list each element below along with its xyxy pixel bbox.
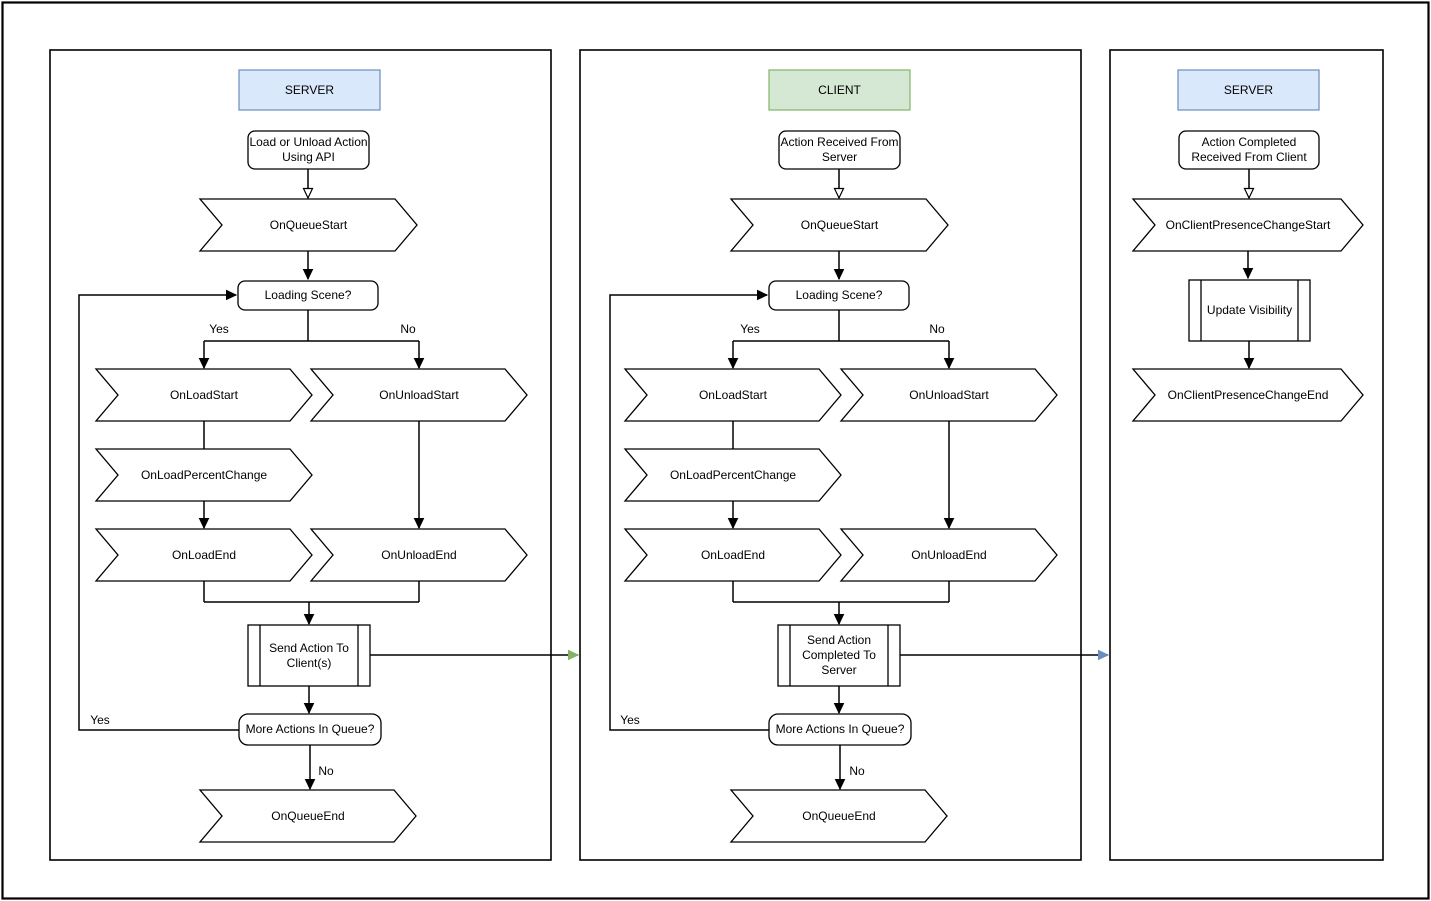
- start-label-1: Load or Unload Action Using API: [249, 135, 368, 164]
- node-onunloadstart-2: [839, 368, 1058, 422]
- node-onqueuestart-2: [729, 198, 949, 252]
- node-onloadstart-2: [623, 368, 842, 422]
- header-label-client: CLIENT: [818, 82, 861, 97]
- onloadpercentchange-label-2: OnLoadPercentChange: [669, 467, 797, 482]
- onunloadstart-label-2: OnUnloadStart: [909, 387, 989, 402]
- start-label-3: Action Completed Received From Client: [1191, 135, 1307, 164]
- more-actions-label-1: More Actions In Queue?: [245, 722, 375, 736]
- node-onloadstart-1: [94, 368, 313, 422]
- onunloadend-label-1: OnUnloadEnd: [381, 547, 457, 562]
- send-action-label-1: Send Action To Client(s): [269, 640, 349, 670]
- onloadpercentchange-label-1: OnLoadPercentChange: [140, 467, 268, 482]
- node-onclientpresencechangestart: [1131, 198, 1364, 252]
- panel-server-queue: [49, 49, 552, 861]
- more-actions-label-2: More Actions In Queue?: [775, 722, 905, 736]
- node-update-visibility: [1188, 279, 1311, 342]
- onclientpresencechangeend-label: OnClientPresenceChangeEnd: [1167, 387, 1329, 402]
- loop-yes-label-2: Yes: [620, 712, 640, 727]
- header-box-client: [768, 69, 911, 111]
- node-onloadend-1: [94, 528, 313, 582]
- node-onqueuestart-1: [198, 198, 418, 252]
- node-send-action-2: [777, 624, 901, 687]
- queue-no-label-1: No: [318, 763, 334, 778]
- connector-loop-yes-2: [609, 289, 769, 731]
- loading-scene-label-2: Loading Scene?: [795, 288, 883, 302]
- node-onqueueend-1: [198, 789, 417, 843]
- onqueuestart-label-1: OnQueueStart: [269, 217, 348, 232]
- start-label-2: Action Received From Server: [780, 135, 899, 164]
- branch-yes-label-2: Yes: [740, 321, 760, 336]
- header-box-server-1: [238, 69, 381, 111]
- loading-scene-label-1: Loading Scene?: [264, 288, 352, 302]
- onloadend-label-2: OnLoadEnd: [700, 547, 766, 562]
- loop-yes-label-1: Yes: [90, 712, 110, 727]
- onqueueend-label-1: OnQueueEnd: [271, 808, 345, 823]
- onunloadend-label-2: OnUnloadEnd: [911, 547, 987, 562]
- onloadstart-label-2: OnLoadStart: [698, 387, 768, 402]
- node-onloadpercentchange-1: [94, 448, 313, 502]
- node-onloadpercentchange-2: [623, 448, 842, 502]
- onunloadstart-label-1: OnUnloadStart: [379, 387, 459, 402]
- queue-no-label-2: No: [849, 763, 865, 778]
- connector-loop-yes-1: [78, 289, 239, 731]
- onloadstart-label-1: OnLoadStart: [169, 387, 239, 402]
- update-visibility-label: Update Visibility: [1206, 303, 1293, 317]
- onloadend-label-1: OnLoadEnd: [171, 547, 237, 562]
- node-onclientpresencechangeend: [1131, 368, 1364, 422]
- send-action-label-2: Send Action Completed To Server: [802, 633, 876, 677]
- header-label-server-2: SERVER: [1223, 82, 1274, 97]
- onqueuestart-label-2: OnQueueStart: [800, 217, 879, 232]
- node-onunloadstart-1: [309, 368, 528, 422]
- branch-no-label-2: No: [929, 321, 945, 336]
- branch-no-label-1: No: [400, 321, 416, 336]
- onqueueend-label-2: OnQueueEnd: [802, 808, 876, 823]
- node-onunloadend-2: [839, 528, 1058, 582]
- node-onloadend-2: [623, 528, 842, 582]
- onclientpresencechangestart-label: OnClientPresenceChangeStart: [1165, 217, 1331, 232]
- node-onunloadend-1: [309, 528, 528, 582]
- header-label-server-1: SERVER: [284, 82, 335, 97]
- panel-client-queue: [579, 49, 1082, 861]
- node-onqueueend-2: [729, 789, 948, 843]
- panel-server-presence: [1109, 49, 1384, 861]
- node-send-action-1: [247, 624, 371, 687]
- header-box-server-2: [1177, 69, 1320, 111]
- branch-yes-label-1: Yes: [209, 321, 229, 336]
